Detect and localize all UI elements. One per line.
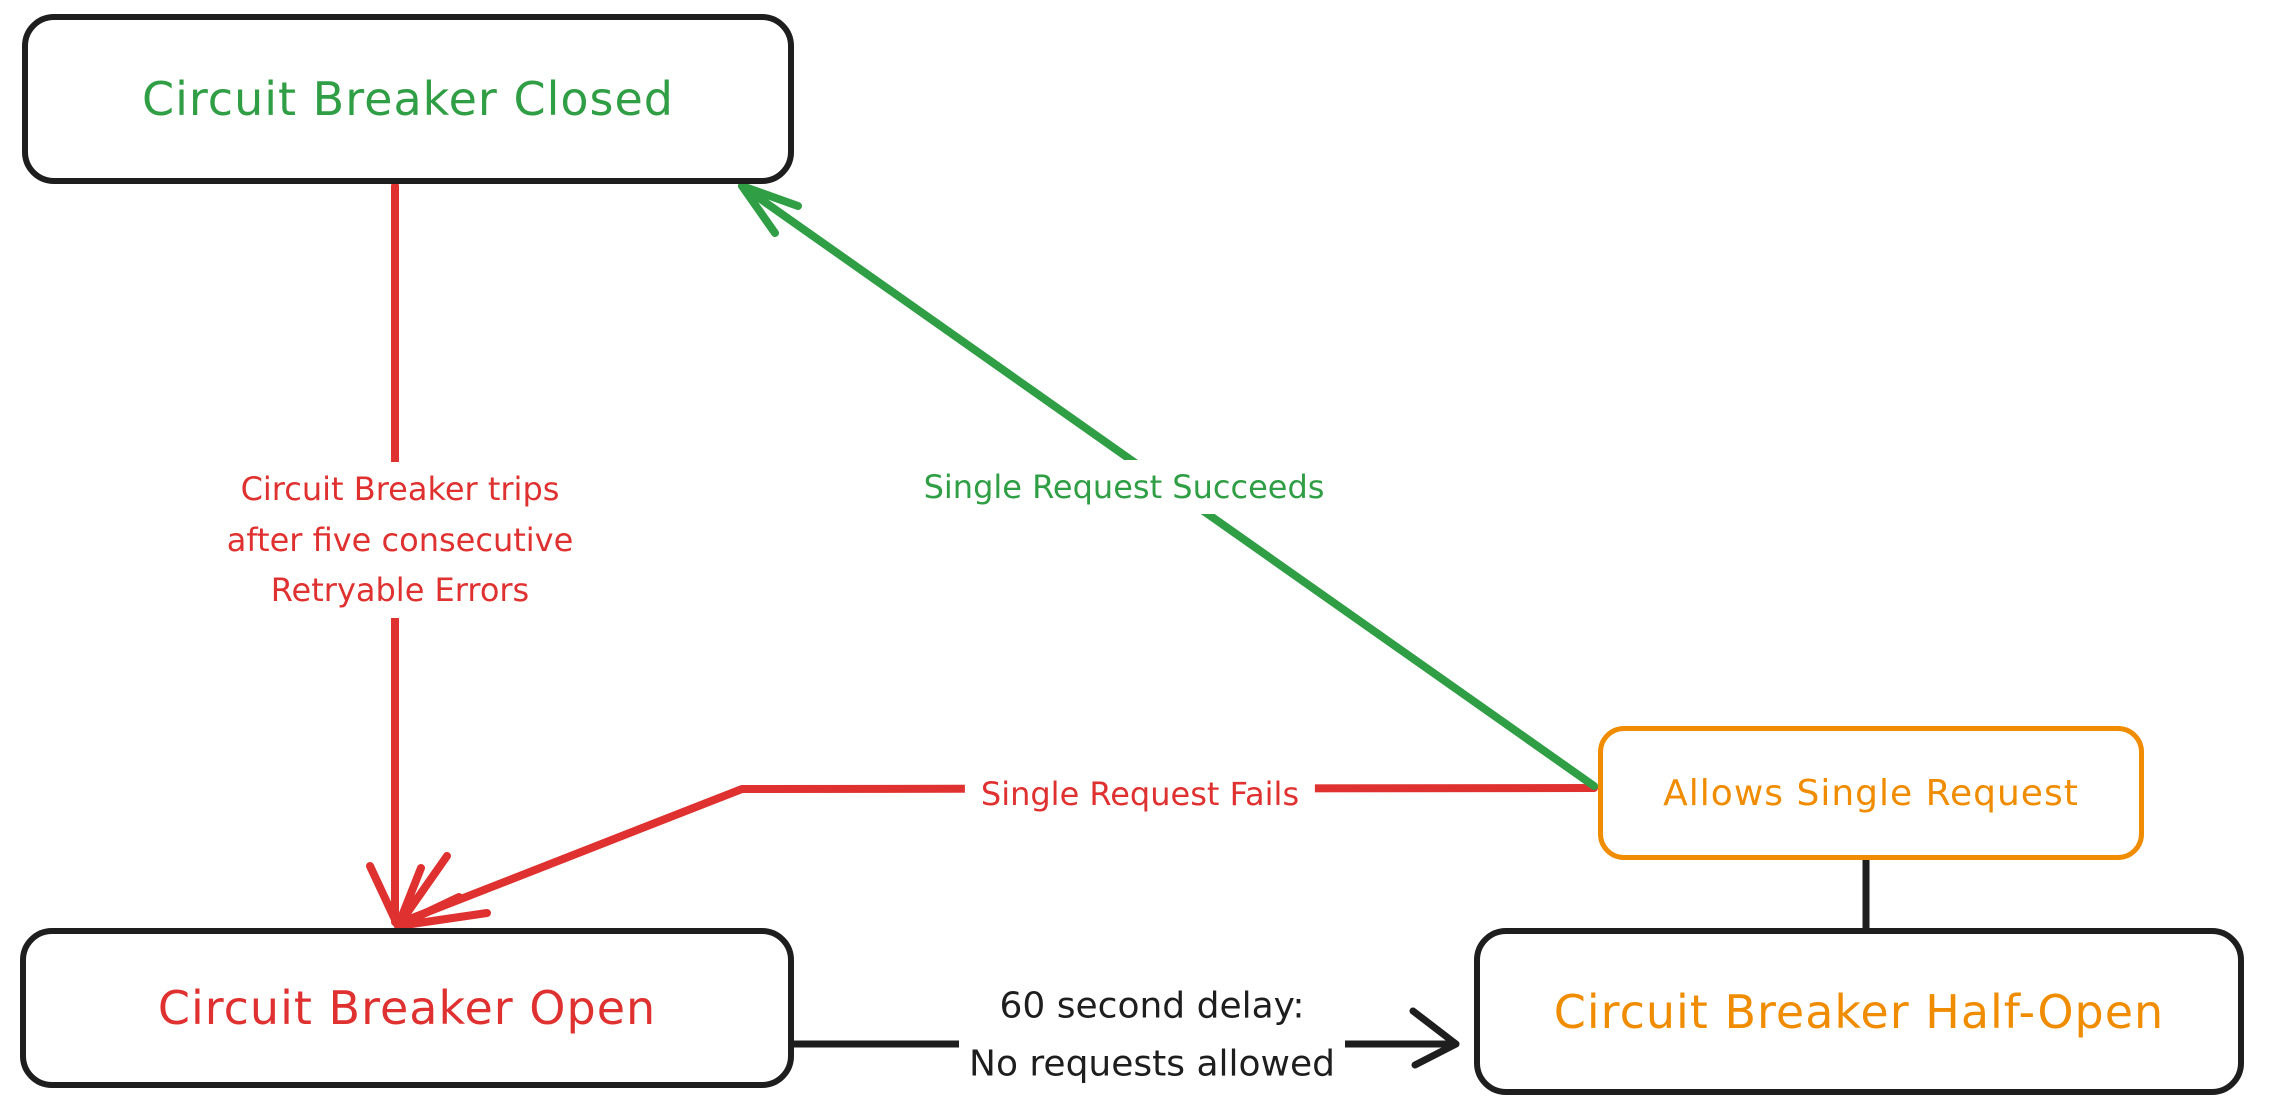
state-open-label: Circuit Breaker Open — [157, 981, 657, 1035]
state-half-open-box: Circuit Breaker Half-Open — [1474, 928, 2244, 1095]
trips-edge-label-line2: after five consecutive — [226, 520, 574, 559]
state-closed-box: Circuit Breaker Closed — [22, 14, 794, 184]
state-closed-label: Circuit Breaker Closed — [142, 72, 674, 126]
succeeds-edge-label: Single Request Succeeds — [909, 460, 1339, 514]
red-arrowhead — [366, 852, 491, 930]
state-open-box: Circuit Breaker Open — [20, 928, 794, 1088]
allows-single-request-label: Allows Single Request — [1663, 772, 2079, 814]
trips-edge-label-line3: Retryable Errors — [270, 571, 530, 610]
trips-edge-label-line1: Circuit Breaker trips — [240, 470, 560, 508]
trips-edge-label: Circuit Breaker trips after five consecu… — [214, 462, 586, 618]
fails-edge-label: Single Request Fails — [964, 767, 1316, 821]
allows-single-request-box: Allows Single Request — [1598, 726, 2144, 860]
state-half-open-label: Circuit Breaker Half-Open — [1553, 984, 2165, 1039]
black-arrowhead — [1409, 1007, 1460, 1069]
delay-edge-label-line1: 60 second delay: — [999, 985, 1305, 1027]
green-arrowhead — [738, 182, 802, 237]
delay-edge-label: 60 second delay: No requests allowed — [959, 975, 1345, 1095]
delay-edge-label-line2: No requests allowed — [969, 1043, 1335, 1084]
